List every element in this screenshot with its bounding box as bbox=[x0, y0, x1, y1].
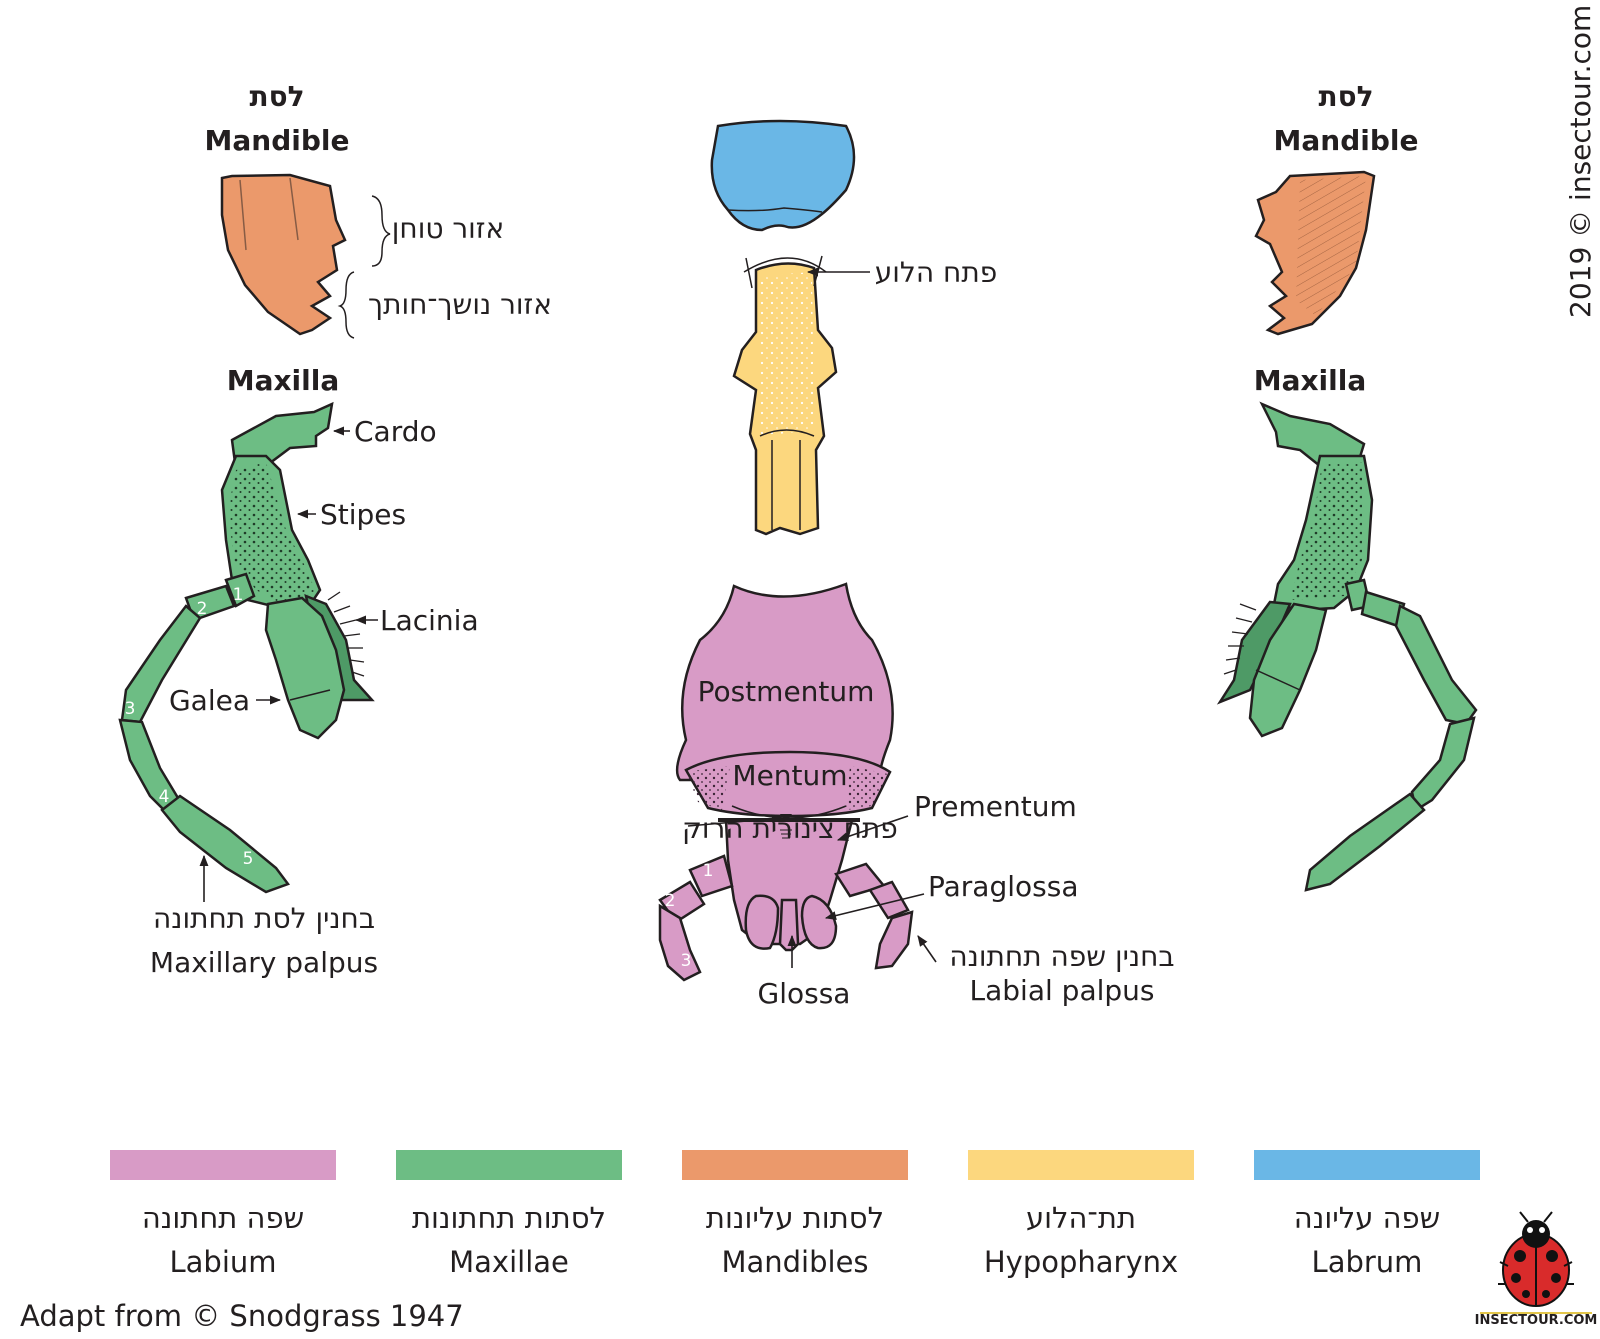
lacinia-bristles bbox=[327, 591, 365, 677]
maxilla-right-palp-seg4 bbox=[1410, 716, 1476, 812]
legend-label-he: שפה עליונה bbox=[1294, 1201, 1440, 1235]
maxilla-seg-label-3: 3 bbox=[125, 699, 136, 719]
paraglossa-label: Paraglossa bbox=[928, 870, 1078, 903]
stipes-label: Stipes bbox=[320, 498, 406, 531]
legend-swatch bbox=[1254, 1150, 1480, 1180]
labrum-shape bbox=[710, 119, 856, 232]
mandible-left-shape bbox=[220, 173, 347, 336]
labial-palpus-en: Labial palpus bbox=[970, 974, 1155, 1007]
maxillary-palpus-en: Maxillary palpus bbox=[150, 946, 378, 979]
lacinia-label: Lacinia bbox=[380, 604, 479, 637]
cardo-label: Cardo bbox=[354, 415, 437, 448]
paraglossa-right-shape bbox=[800, 894, 838, 950]
labial-palp-left-seg3 bbox=[658, 903, 702, 982]
hypopharynx: פתח הלוע bbox=[732, 255, 997, 536]
labial-palp-right-seg2 bbox=[868, 880, 910, 920]
labium-seg-label-1: 1 bbox=[703, 861, 714, 881]
legend-label-he: שפה תחתונה bbox=[142, 1201, 304, 1235]
legend-label-en: Mandibles bbox=[721, 1245, 868, 1279]
labium-seg-label-2: 2 bbox=[665, 891, 676, 911]
maxilla-right-palp-seg3 bbox=[1394, 604, 1478, 726]
legend-label-he: לסתות תחתונות bbox=[412, 1201, 606, 1235]
maxilla-left: Maxilla 1 2 3 4 5 Cardo Stipes bbox=[118, 364, 479, 979]
mandible-left: לסת Mandible אזור טוחן אזור נושך־חותך bbox=[205, 80, 552, 339]
salivary-lines bbox=[780, 829, 792, 839]
maxilla-left-galea bbox=[264, 596, 346, 740]
labial-palpus-he: בחנין שפה תחתונה bbox=[949, 940, 1174, 973]
legend-label-en: Labium bbox=[169, 1245, 276, 1279]
prementum-label: Prementum bbox=[914, 790, 1077, 823]
maxilla-seg-label-2: 2 bbox=[197, 599, 208, 619]
logo-text: INSECTOUR.COM bbox=[1475, 1313, 1598, 1328]
labrum bbox=[710, 119, 856, 232]
maxilla-right: Maxilla bbox=[1216, 364, 1478, 892]
labial-palp-left-seg1 bbox=[688, 854, 734, 898]
legend-swatch bbox=[968, 1150, 1194, 1180]
mandible-right: לסת Mandible bbox=[1254, 80, 1419, 336]
legend-swatch bbox=[396, 1150, 622, 1180]
galea-label: Galea bbox=[169, 684, 250, 717]
mandible-right-title-en: Mandible bbox=[1274, 124, 1419, 157]
postmentum-shape bbox=[675, 582, 894, 782]
glossa-label: Glossa bbox=[758, 977, 851, 1010]
maxilla-seg-label-4: 4 bbox=[159, 787, 170, 807]
ladybug-logo: INSECTOUR.COM bbox=[1475, 1211, 1598, 1328]
legend-label-en: Maxillae bbox=[449, 1245, 569, 1279]
maxilla-seg-label-1: 1 bbox=[233, 585, 244, 605]
mandible-right-title-he: לסת bbox=[1318, 80, 1373, 113]
labium: Postmentum Mentum 1 2 3 Prementum פתח צ bbox=[658, 582, 1175, 1010]
maxillary-palpus-he: בחנין לסת תחתונה bbox=[153, 902, 375, 935]
salivary-opening-label: פתח צינורית הרוק bbox=[682, 812, 898, 845]
maxilla-right-title: Maxilla bbox=[1254, 364, 1367, 397]
legend-label-en: Hypopharynx bbox=[984, 1245, 1178, 1279]
credit-text: Adapt from © Snodgrass 1947 bbox=[20, 1299, 464, 1333]
legend-swatch bbox=[110, 1150, 336, 1180]
legend-label-en: Labrum bbox=[1312, 1245, 1423, 1279]
maxilla-seg-label-5: 5 bbox=[243, 849, 254, 869]
maxilla-right-lacinia bbox=[1216, 600, 1292, 705]
glossa-shape bbox=[778, 898, 800, 952]
legend-label-he: תת־הלוע bbox=[1026, 1201, 1136, 1235]
postmentum-label: Postmentum bbox=[698, 675, 875, 708]
maxilla-right-palp-seg5 bbox=[1304, 792, 1426, 892]
maxillary-palp-seg5 bbox=[160, 794, 291, 894]
legend: שפה תחתונה Labium לסתות תחתונות Maxillae לסת… bbox=[110, 1150, 1480, 1279]
mandible-left-title-he: לסת bbox=[249, 80, 304, 113]
mandible-left-title-en: Mandible bbox=[205, 124, 350, 157]
lacinia-right-bristles bbox=[1223, 603, 1257, 675]
grinding-zone-label: אזור טוחן bbox=[392, 212, 504, 245]
mentum-label: Mentum bbox=[732, 759, 847, 792]
maxilla-right-galea bbox=[1248, 602, 1328, 738]
mouth-opening-label: פתח הלוע bbox=[875, 256, 997, 289]
legend-label-he: לסתות עליונות bbox=[706, 1201, 884, 1235]
legend-swatch bbox=[682, 1150, 908, 1180]
copyright-vertical: 2019 © insectour.com bbox=[1564, 5, 1597, 318]
paraglossa-left-shape bbox=[744, 894, 780, 950]
labial-palp-right-seg3 bbox=[874, 910, 914, 970]
maxillary-palp-seg1 bbox=[224, 572, 256, 608]
incisor-zone-label: אזור נושך־חותך bbox=[368, 288, 552, 321]
labium-seg-label-3: 3 bbox=[681, 951, 692, 971]
maxilla-left-title: Maxilla bbox=[227, 364, 340, 397]
